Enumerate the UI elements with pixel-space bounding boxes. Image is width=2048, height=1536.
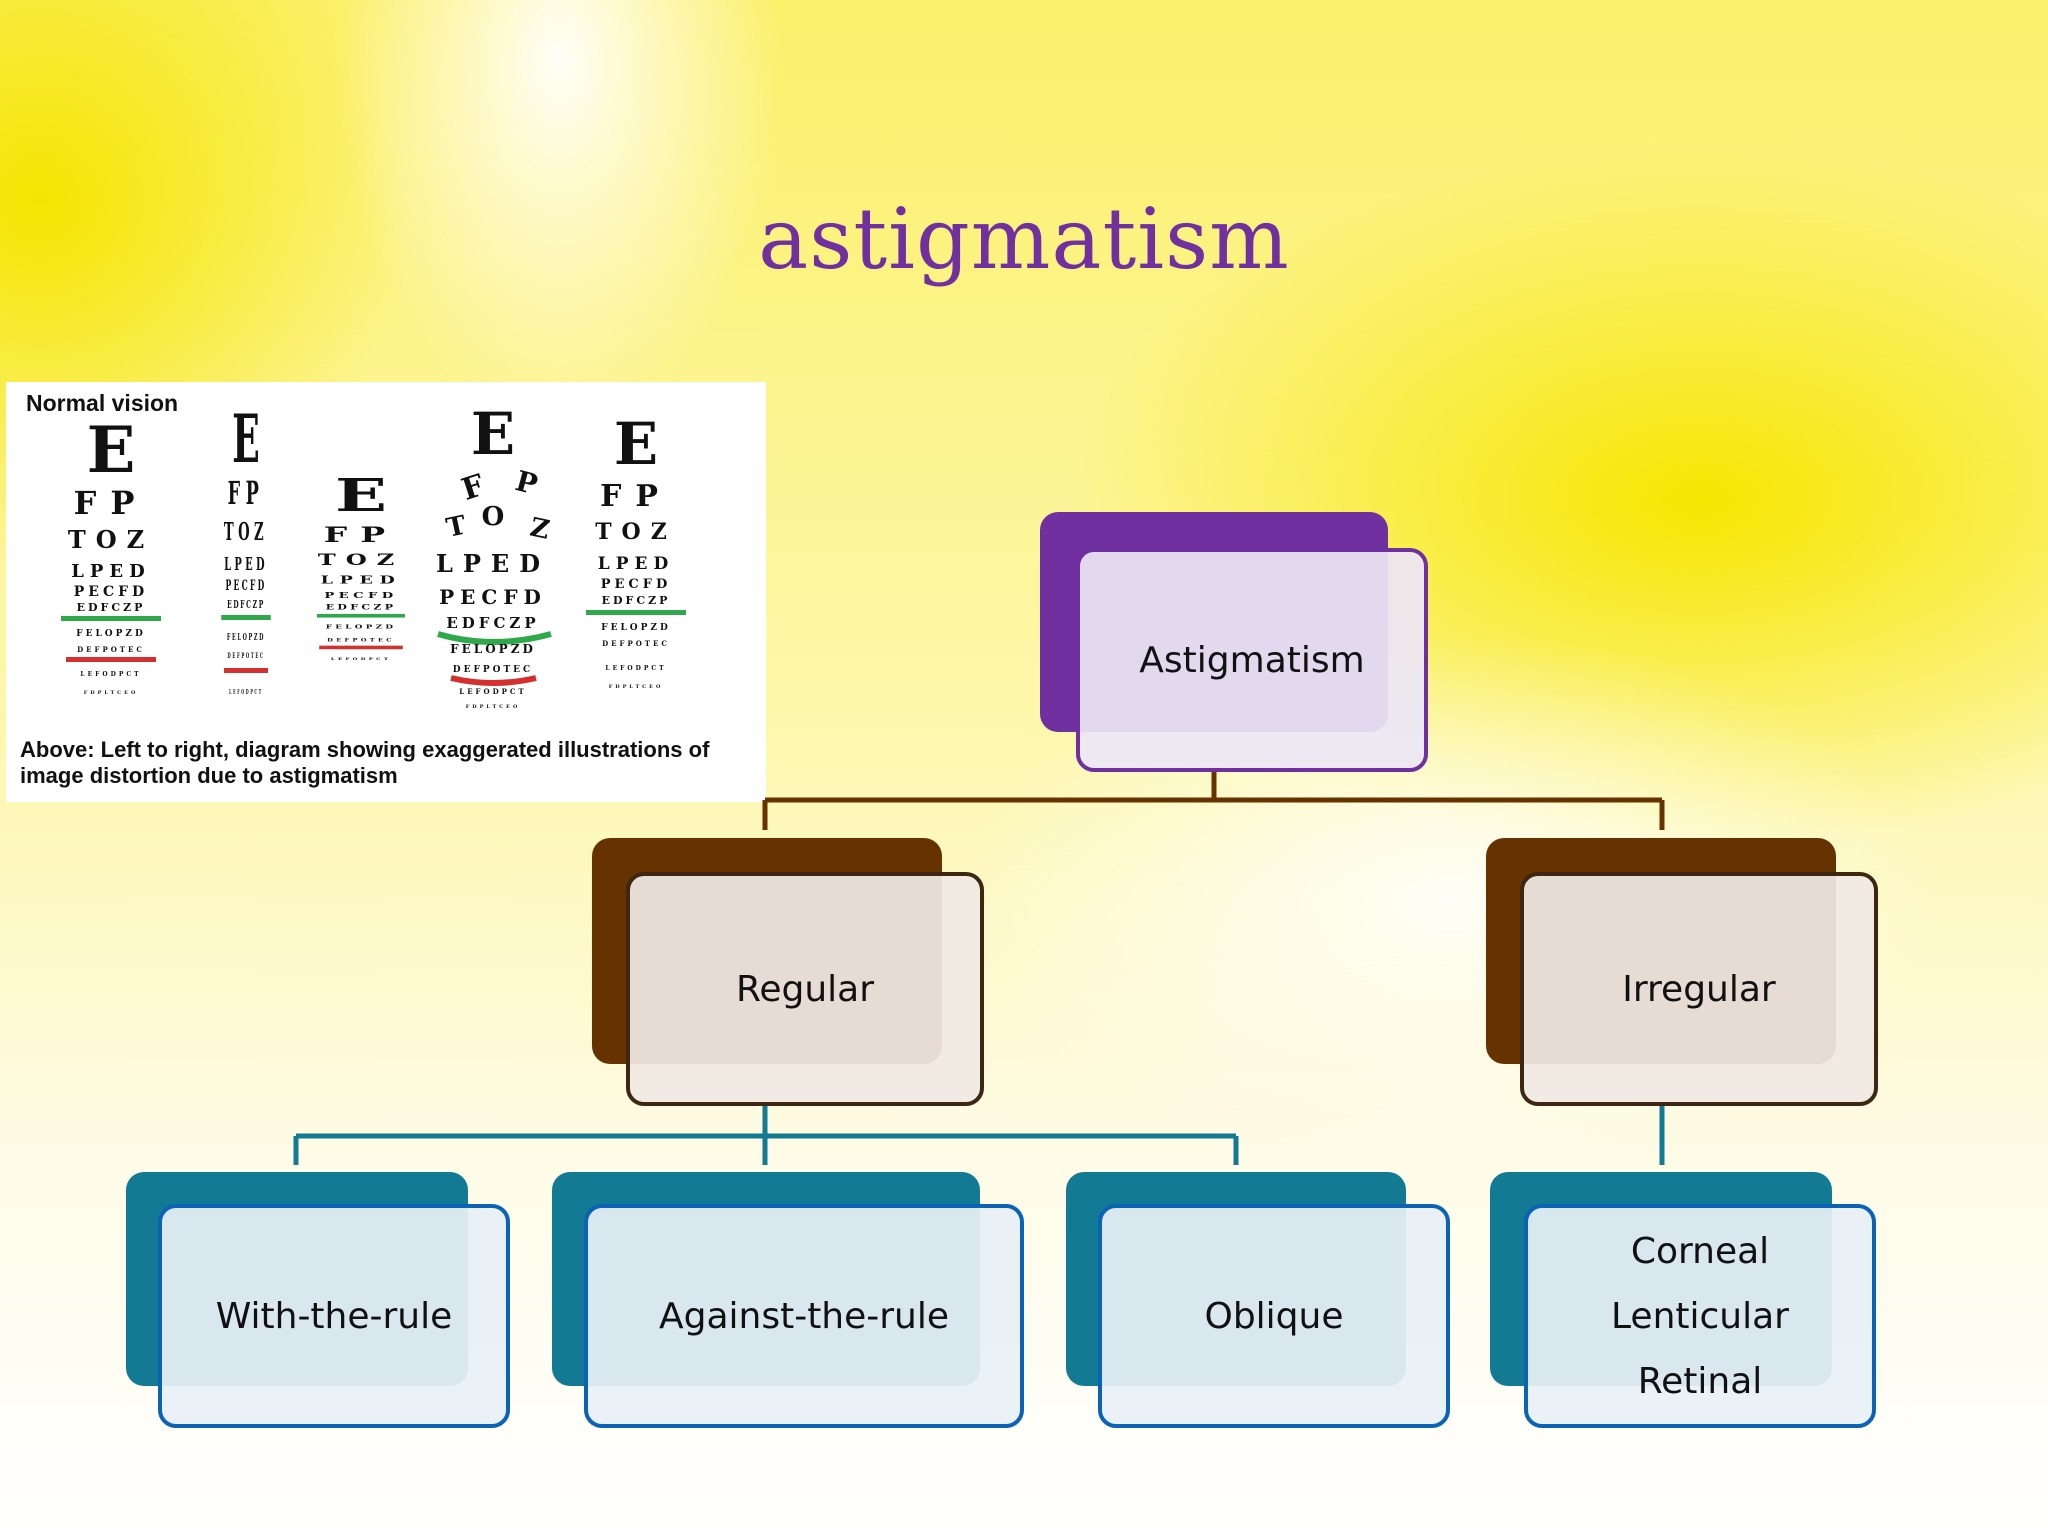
- node-against-the-rule-box: Against-the-rule: [584, 1204, 1024, 1428]
- node-astigmatism-label: Astigmatism: [1139, 639, 1365, 681]
- slide-title: astigmatism: [758, 190, 1290, 288]
- svg-text:FP: FP: [324, 522, 399, 548]
- svg-text:EDFCZP: EDFCZP: [602, 594, 671, 607]
- eye-chart-graphic: E FP TOZ LPED PECFD EDFCZP FELOPZD DEFPO…: [61, 400, 686, 710]
- svg-text:LPED: LPED: [71, 561, 151, 582]
- svg-text:PECFD: PECFD: [601, 577, 672, 592]
- connector-regular-to-children: [293, 1105, 1239, 1165]
- svg-text:FDPLTCEO: FDPLTCEO: [609, 684, 664, 690]
- svg-text:FELOPZD: FELOPZD: [601, 623, 671, 633]
- svg-text:LPED: LPED: [224, 554, 268, 575]
- svg-text:E: E: [87, 413, 136, 488]
- node-irregular-label: Irregular: [1622, 968, 1776, 1010]
- node-with-the-rule-box: With-the-rule: [158, 1204, 510, 1428]
- node-lenticular-label: Lenticular: [1611, 1295, 1789, 1337]
- svg-text:TOZ: TOZ: [595, 519, 677, 545]
- svg-text:PECFD: PECFD: [324, 590, 397, 600]
- svg-text:FELOPZD: FELOPZD: [76, 629, 146, 639]
- eye-chart-caption: Above: Left to right, diagram showing ex…: [20, 737, 710, 788]
- svg-text:FDPLTCEO: FDPLTCEO: [466, 704, 521, 710]
- svg-text:DEFPOTEC: DEFPOTEC: [227, 653, 264, 660]
- svg-text:LEFODPCT: LEFODPCT: [331, 657, 391, 662]
- svg-text:LPED: LPED: [436, 549, 550, 578]
- svg-text:DEFPOTEC: DEFPOTEC: [77, 645, 145, 654]
- node-oblique-label: Oblique: [1204, 1295, 1344, 1337]
- node-astigmatism-box: Astigmatism: [1076, 548, 1428, 772]
- connector-root-to-level1: [762, 770, 1665, 830]
- svg-text:E: E: [335, 469, 387, 522]
- node-irregular-types-box: Corneal Lenticular Retinal: [1524, 1204, 1876, 1428]
- svg-text:PECFD: PECFD: [439, 585, 547, 609]
- eye-chart-heading: Normal vision: [26, 390, 179, 416]
- svg-text:FP: FP: [600, 479, 672, 514]
- svg-text:O: O: [482, 502, 505, 532]
- svg-text:LPED: LPED: [321, 573, 402, 587]
- svg-text:EDFCZP: EDFCZP: [227, 599, 265, 611]
- svg-text:EDFCZP: EDFCZP: [446, 614, 539, 632]
- svg-text:LEFODPCT: LEFODPCT: [80, 671, 141, 678]
- svg-text:LEFODPCT: LEFODPCT: [459, 687, 526, 696]
- irregular-types-list: Corneal Lenticular Retinal: [1611, 1219, 1789, 1414]
- svg-text:TOZ: TOZ: [318, 550, 404, 569]
- svg-text:E: E: [232, 400, 260, 478]
- node-oblique-box: Oblique: [1098, 1204, 1450, 1428]
- svg-text:LPED: LPED: [598, 554, 674, 574]
- svg-text:FELOPZD: FELOPZD: [227, 631, 265, 642]
- node-regular-label: Regular: [735, 968, 875, 1010]
- svg-text:FDPLTCEO: FDPLTCEO: [84, 690, 139, 696]
- eye-chart-image: Normal vision E FP TOZ LPED PECFD EDFCZP…: [6, 382, 766, 802]
- svg-text:DEFPOTEC: DEFPOTEC: [602, 639, 670, 648]
- node-against-the-rule-label: Against-the-rule: [658, 1295, 950, 1337]
- svg-text:EDFCZP: EDFCZP: [326, 603, 397, 612]
- svg-text:DEFPOTEC: DEFPOTEC: [453, 665, 533, 675]
- svg-text:E: E: [471, 400, 515, 468]
- svg-text:FELOPZD: FELOPZD: [450, 642, 536, 656]
- node-regular-box: Regular: [626, 872, 984, 1106]
- svg-text:PECFD: PECFD: [226, 576, 267, 593]
- svg-text:PECFD: PECFD: [74, 584, 148, 600]
- svg-text:TOZ: TOZ: [68, 525, 154, 554]
- svg-text:LEFODPCT: LEFODPCT: [229, 689, 263, 696]
- svg-text:FELOPZD: FELOPZD: [326, 623, 396, 630]
- node-with-the-rule-label: With-the-rule: [215, 1295, 453, 1337]
- svg-text:TOZ: TOZ: [224, 518, 268, 547]
- svg-text:EDFCZP: EDFCZP: [77, 601, 146, 614]
- node-retinal-label: Retinal: [1637, 1360, 1763, 1402]
- node-corneal-label: Corneal: [1630, 1230, 1770, 1272]
- svg-text:DEFPOTEC: DEFPOTEC: [327, 638, 395, 643]
- svg-text:E: E: [614, 410, 658, 478]
- svg-text:FP: FP: [74, 484, 149, 522]
- svg-text:FP: FP: [228, 475, 265, 512]
- node-irregular-box: Irregular: [1520, 872, 1878, 1106]
- svg-text:LEFODPCT: LEFODPCT: [605, 665, 666, 672]
